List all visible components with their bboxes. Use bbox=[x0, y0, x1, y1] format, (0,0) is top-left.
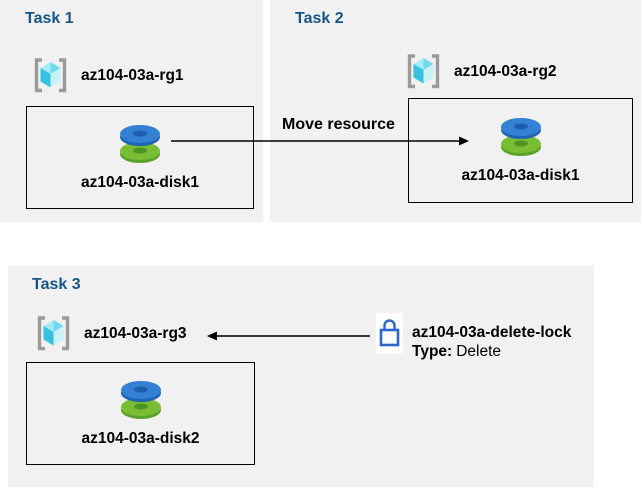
task2-resource-label: az104-03a-disk1 bbox=[461, 167, 580, 184]
task1-resource-group-label: az104-03a-rg1 bbox=[81, 66, 184, 84]
task3-panel: Task 3 az104-03a-rg3 az104-03a-delete-lo… bbox=[8, 265, 594, 487]
lock-icon bbox=[379, 319, 400, 347]
task3-resource-group: az104-03a-rg3 bbox=[36, 315, 187, 352]
move-resource-label: Move resource bbox=[282, 116, 395, 133]
disk-icon bbox=[120, 125, 160, 163]
delete-lock-type-label: Type: bbox=[412, 343, 453, 360]
task1-resource-group: az104-03a-rg1 bbox=[33, 57, 184, 94]
task1-title: Task 1 bbox=[25, 10, 74, 27]
delete-lock-text: az104-03a-delete-lock Type:Delete bbox=[412, 323, 571, 361]
task2-resource-box: az104-03a-disk1 bbox=[408, 98, 633, 203]
disk-icon bbox=[500, 118, 541, 156]
task2-resource-group-label: az104-03a-rg2 bbox=[454, 62, 557, 80]
task1-resource-label: az104-03a-disk1 bbox=[80, 174, 200, 191]
delete-lock-type-value: Delete bbox=[456, 343, 502, 360]
delete-lock-arrow bbox=[207, 331, 370, 341]
resource-group-icon bbox=[34, 58, 67, 93]
delete-lock bbox=[376, 313, 403, 353]
move-resource-arrow bbox=[171, 136, 469, 146]
task1-resource-box: az104-03a-disk1 bbox=[26, 106, 254, 209]
resource-group-icon bbox=[407, 54, 440, 89]
task2-resource-group: az104-03a-rg2 bbox=[406, 53, 557, 90]
task3-resource-group-label: az104-03a-rg3 bbox=[84, 324, 187, 342]
delete-lock-type: Type:Delete bbox=[412, 342, 571, 361]
task2-panel: Task 2 az104-03a-rg2 az104-03a-disk1 bbox=[270, 0, 641, 222]
resource-group-icon bbox=[37, 316, 70, 351]
disk-icon bbox=[120, 381, 161, 419]
task1-panel: Task 1 az104-03a-rg1 az104-03a-disk1 bbox=[0, 0, 263, 222]
delete-lock-name: az104-03a-delete-lock bbox=[412, 324, 572, 341]
task2-title: Task 2 bbox=[295, 10, 344, 27]
task3-resource-box: az104-03a-disk2 bbox=[26, 362, 255, 465]
task3-resource-label: az104-03a-disk2 bbox=[81, 430, 200, 447]
task3-title: Task 3 bbox=[32, 276, 81, 293]
